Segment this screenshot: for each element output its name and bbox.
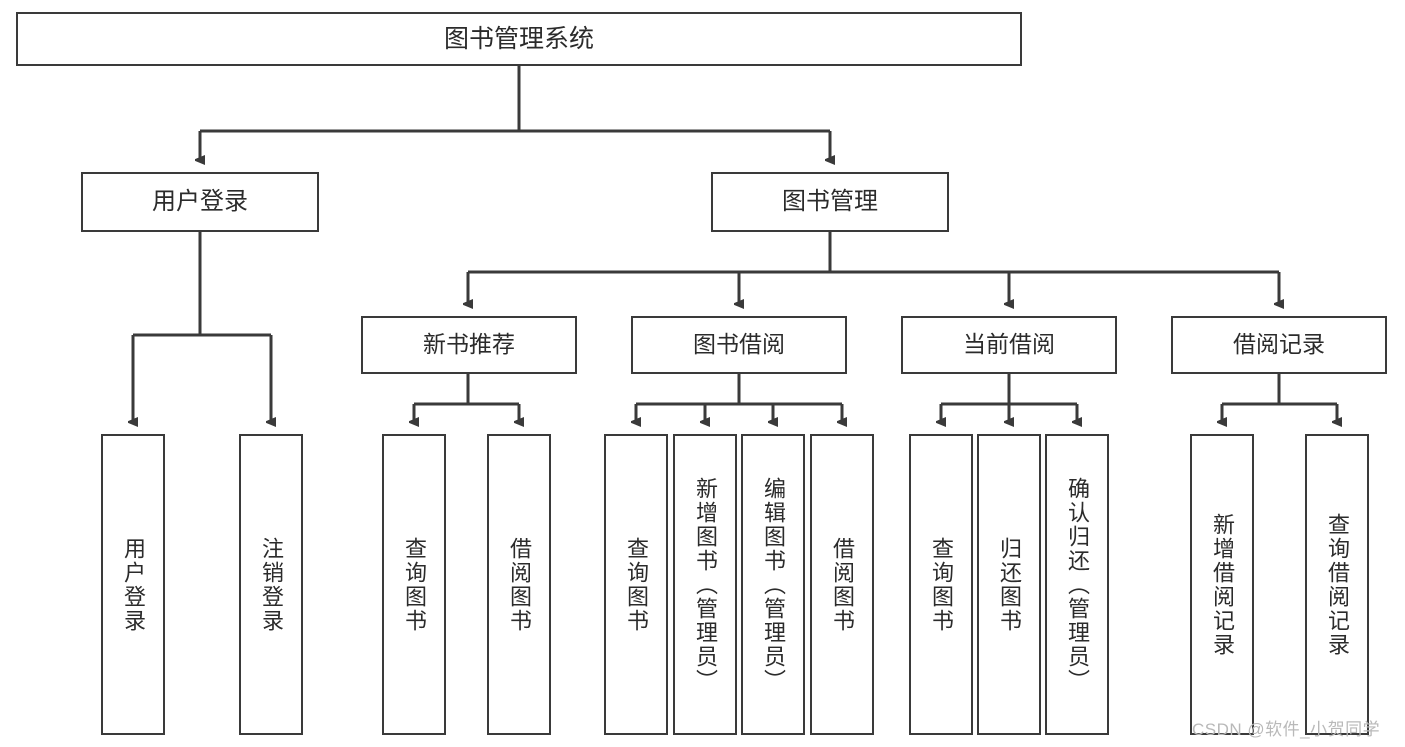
node-user-login[interactable]: 用户登录 <box>81 172 319 232</box>
leaf-borrow-book-recommend[interactable]: 借阅图书 <box>487 434 551 735</box>
node-new-book-recommend[interactable]: 新书推荐 <box>361 316 577 374</box>
leaf-query-borrow-record[interactable]: 查询借阅记录 <box>1305 434 1369 735</box>
node-book-manage[interactable]: 图书管理 <box>711 172 949 232</box>
node-borrow-record[interactable]: 借阅记录 <box>1171 316 1387 374</box>
node-root-system[interactable]: 图书管理系统 <box>16 12 1022 66</box>
leaf-borrow-book[interactable]: 借阅图书 <box>810 434 874 735</box>
leaf-return-book[interactable]: 归还图书 <box>977 434 1041 735</box>
leaf-add-book-admin[interactable]: 新增图书（管理员） <box>673 434 737 735</box>
leaf-query-book-recommend[interactable]: 查询图书 <box>382 434 446 735</box>
leaf-query-book-borrow[interactable]: 查询图书 <box>604 434 668 735</box>
leaf-user-login[interactable]: 用户登录 <box>101 434 165 735</box>
leaf-logout[interactable]: 注销登录 <box>239 434 303 735</box>
leaf-query-book-current[interactable]: 查询图书 <box>909 434 973 735</box>
node-book-borrow[interactable]: 图书借阅 <box>631 316 847 374</box>
leaf-edit-book-admin[interactable]: 编辑图书（管理员） <box>741 434 805 735</box>
leaf-add-borrow-record[interactable]: 新增借阅记录 <box>1190 434 1254 735</box>
node-current-borrow[interactable]: 当前借阅 <box>901 316 1117 374</box>
csdn-watermark: CSDN @软件_小贺同学 <box>1192 720 1381 739</box>
leaf-confirm-return-admin[interactable]: 确认归还（管理员） <box>1045 434 1109 735</box>
